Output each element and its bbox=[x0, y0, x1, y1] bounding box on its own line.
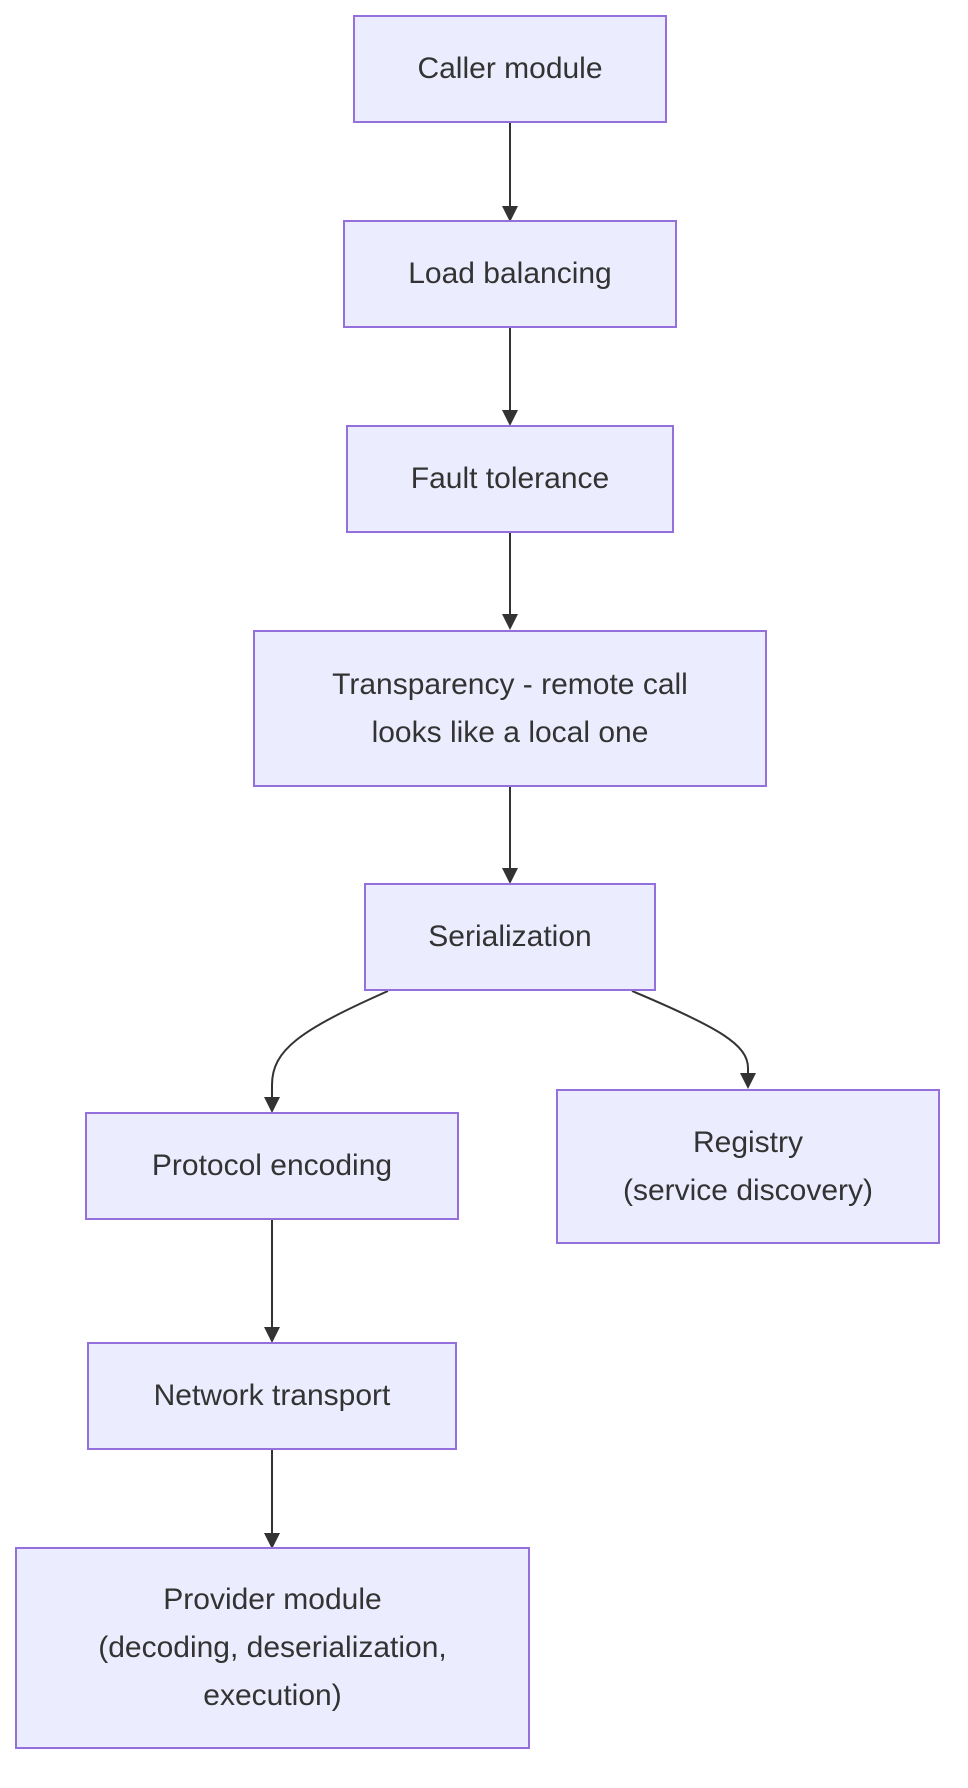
arrowhead-protocol-encoding bbox=[264, 1097, 280, 1113]
node-label: Protocol encoding bbox=[151, 1149, 393, 1182]
arrowhead-serialization bbox=[502, 868, 518, 884]
arrowhead-fault-tolerance bbox=[502, 410, 518, 426]
node-label: Network transport bbox=[153, 1379, 391, 1412]
edge-serialization-to-registry bbox=[631, 990, 749, 1074]
node-caller-module: Caller module bbox=[353, 15, 667, 123]
node-provider-module: Provider module (decoding, deserializati… bbox=[15, 1547, 530, 1749]
node-protocol-encoding: Protocol encoding bbox=[85, 1112, 459, 1220]
node-label: Serialization bbox=[428, 920, 592, 953]
node-network-transport: Network transport bbox=[87, 1342, 457, 1450]
node-label: Transparency - remote call looks like a … bbox=[332, 667, 688, 749]
node-label: Provider module (decoding, deserializati… bbox=[98, 1583, 447, 1712]
arrowhead-transparency bbox=[502, 614, 518, 630]
node-transparency: Transparency - remote call looks like a … bbox=[253, 630, 767, 787]
node-label: Registry (service discovery) bbox=[622, 1125, 874, 1207]
arrowhead-load-balancing bbox=[502, 206, 518, 222]
arrowhead-registry bbox=[740, 1073, 756, 1089]
node-fault-tolerance: Fault tolerance bbox=[346, 425, 674, 533]
node-label: Caller module bbox=[417, 52, 603, 85]
node-load-balancing: Load balancing bbox=[343, 220, 677, 328]
node-label: Fault tolerance bbox=[410, 462, 610, 495]
node-serialization: Serialization bbox=[364, 883, 656, 991]
edge-serialization-to-protocol-encoding bbox=[271, 990, 389, 1098]
node-registry: Registry (service discovery) bbox=[556, 1089, 940, 1244]
arrowhead-network-transport bbox=[264, 1327, 280, 1343]
node-label: Load balancing bbox=[408, 257, 612, 290]
arrowhead-provider bbox=[264, 1533, 280, 1549]
